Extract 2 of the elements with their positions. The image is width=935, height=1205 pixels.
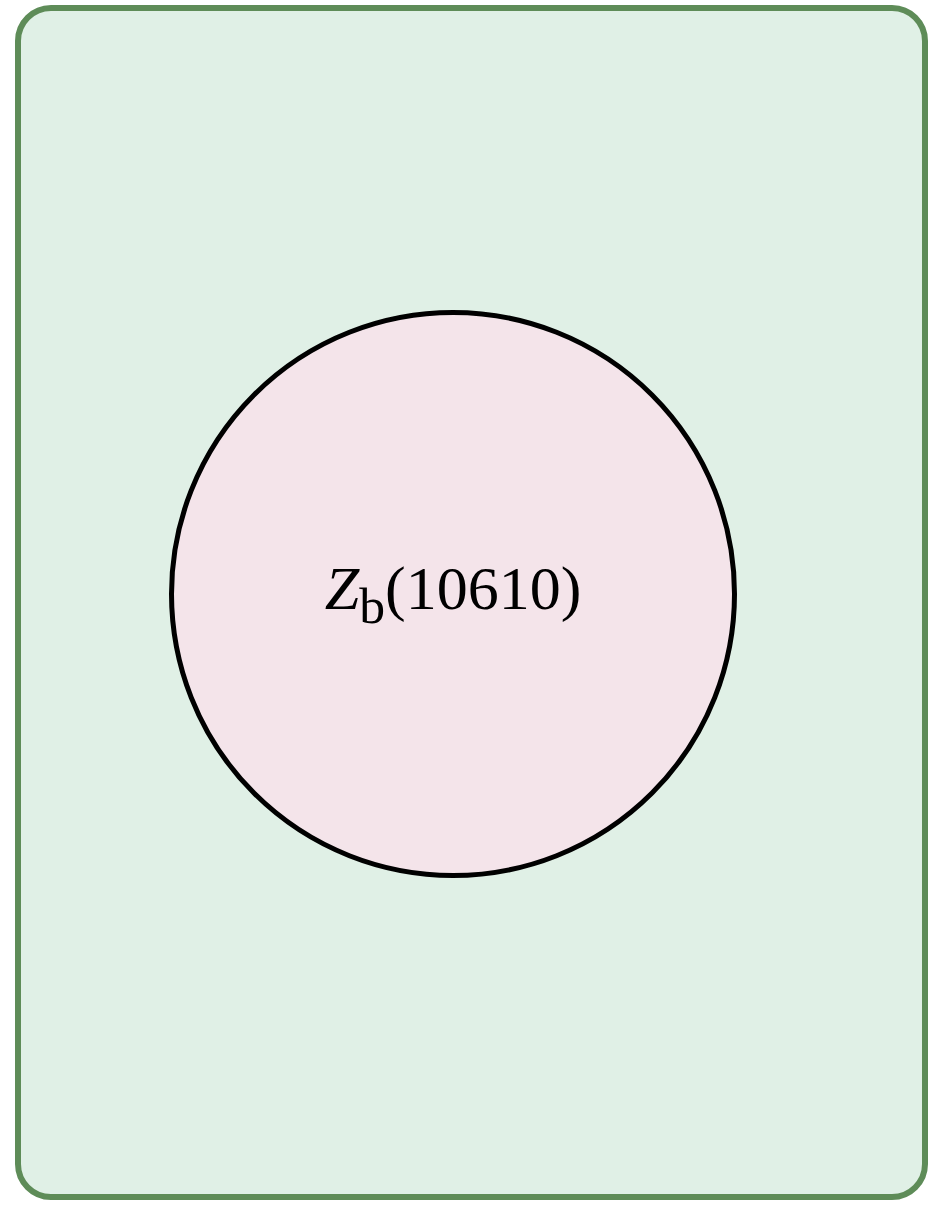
- node-label: Z$_{b}$(10610): [324, 553, 582, 635]
- container-box: [15, 5, 928, 1200]
